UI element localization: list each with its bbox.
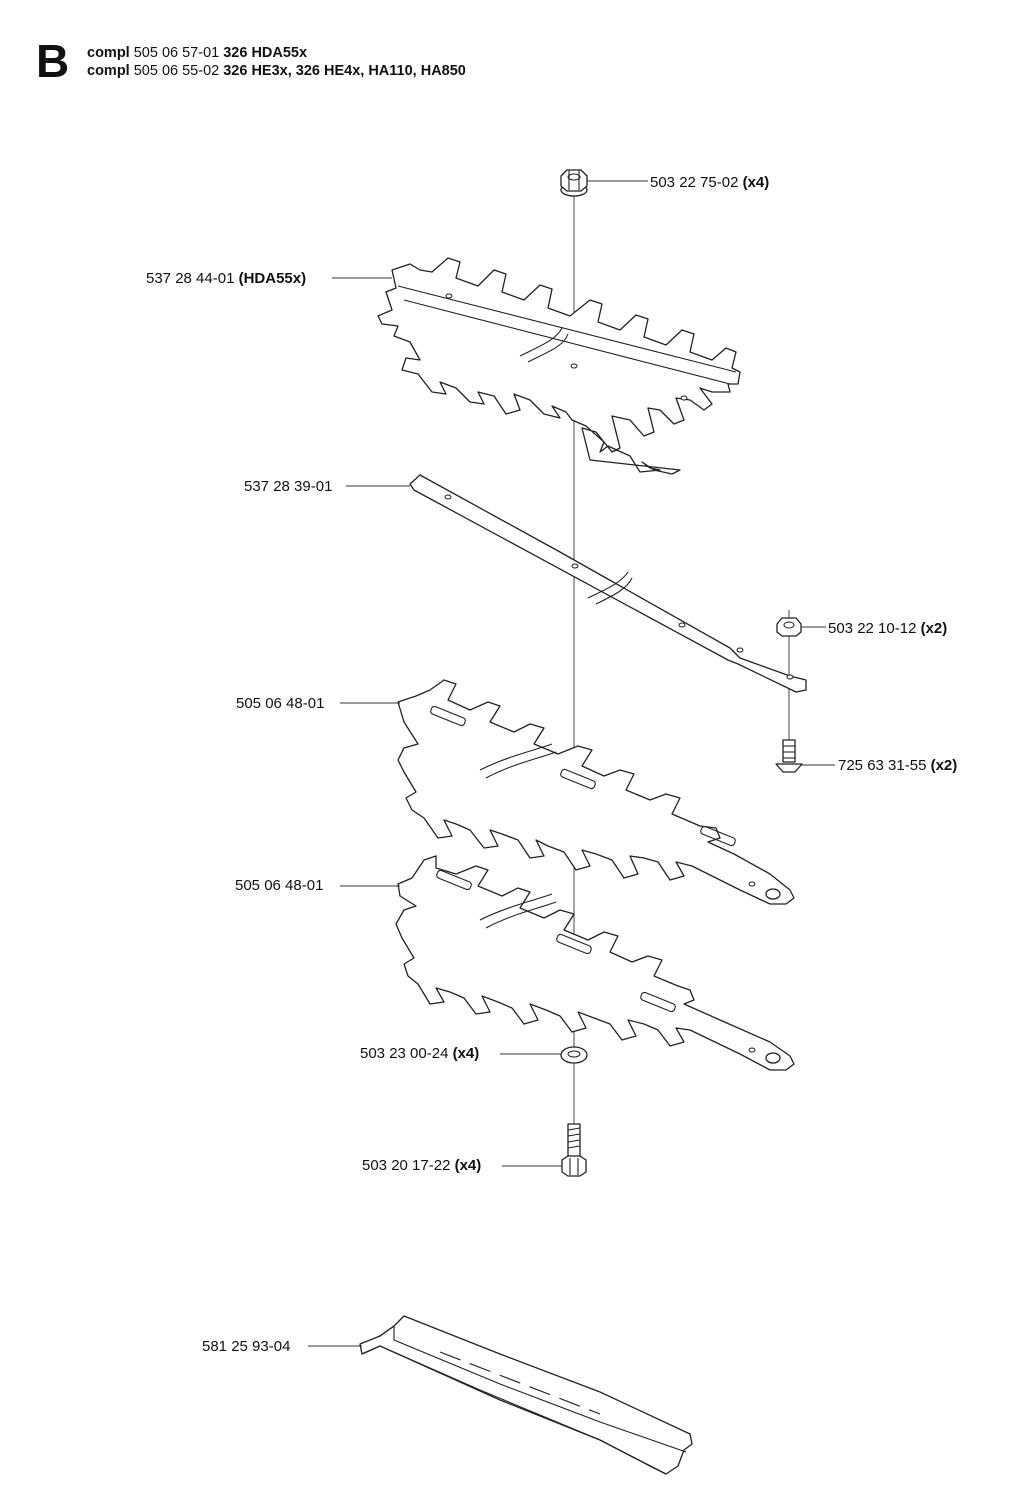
label-nut-side: 503 22 10-12 (x2)	[828, 620, 947, 637]
part-nut-top[interactable]	[560, 169, 588, 197]
part-bolt[interactable]	[561, 1123, 587, 1177]
compl-keyword: compl	[87, 63, 130, 79]
part-screw-side[interactable]	[775, 739, 803, 773]
assembly-number: 505 06 55-02	[133, 63, 220, 79]
assembly-line-2: compl 505 06 55-02 326 HE3x, 326 HE4x, H…	[87, 63, 466, 80]
assembly-models: 326 HDA55x	[223, 45, 308, 61]
part-guide-bar[interactable]	[409, 474, 807, 693]
label-blade-hda: 537 28 44-01 (HDA55x)	[146, 270, 306, 287]
label-blade-upper: 505 06 48-01	[236, 695, 324, 712]
part-blade-hda[interactable]	[377, 257, 741, 475]
part-washer[interactable]	[560, 1046, 588, 1064]
page-header: B compl 505 06 57-01 326 HDA55x compl 50…	[0, 0, 1024, 110]
assembly-line-1: compl 505 06 57-01 326 HDA55x	[87, 45, 307, 62]
assembly-number: 505 06 57-01	[133, 45, 220, 61]
part-nut-side[interactable]	[776, 617, 802, 637]
label-blade-guard: 581 25 93-04	[202, 1338, 290, 1355]
label-screw-side: 725 63 31-55 (x2)	[838, 757, 957, 774]
part-blade-lower[interactable]	[395, 855, 795, 1071]
label-blade-lower: 505 06 48-01	[235, 877, 323, 894]
part-blade-guard[interactable]	[359, 1315, 693, 1475]
section-letter: B	[36, 35, 70, 87]
label-nut-top: 503 22 75-02 (x4)	[650, 174, 769, 191]
assembly-models: 326 HE3x, 326 HE4x, HA110, HA850	[223, 63, 466, 79]
part-blade-upper[interactable]	[397, 679, 795, 905]
compl-keyword: compl	[87, 45, 130, 61]
label-washer: 503 23 00-24 (x4)	[360, 1045, 479, 1062]
label-bolt: 503 20 17-22 (x4)	[362, 1157, 481, 1174]
label-guide-bar: 537 28 39-01	[244, 478, 332, 495]
